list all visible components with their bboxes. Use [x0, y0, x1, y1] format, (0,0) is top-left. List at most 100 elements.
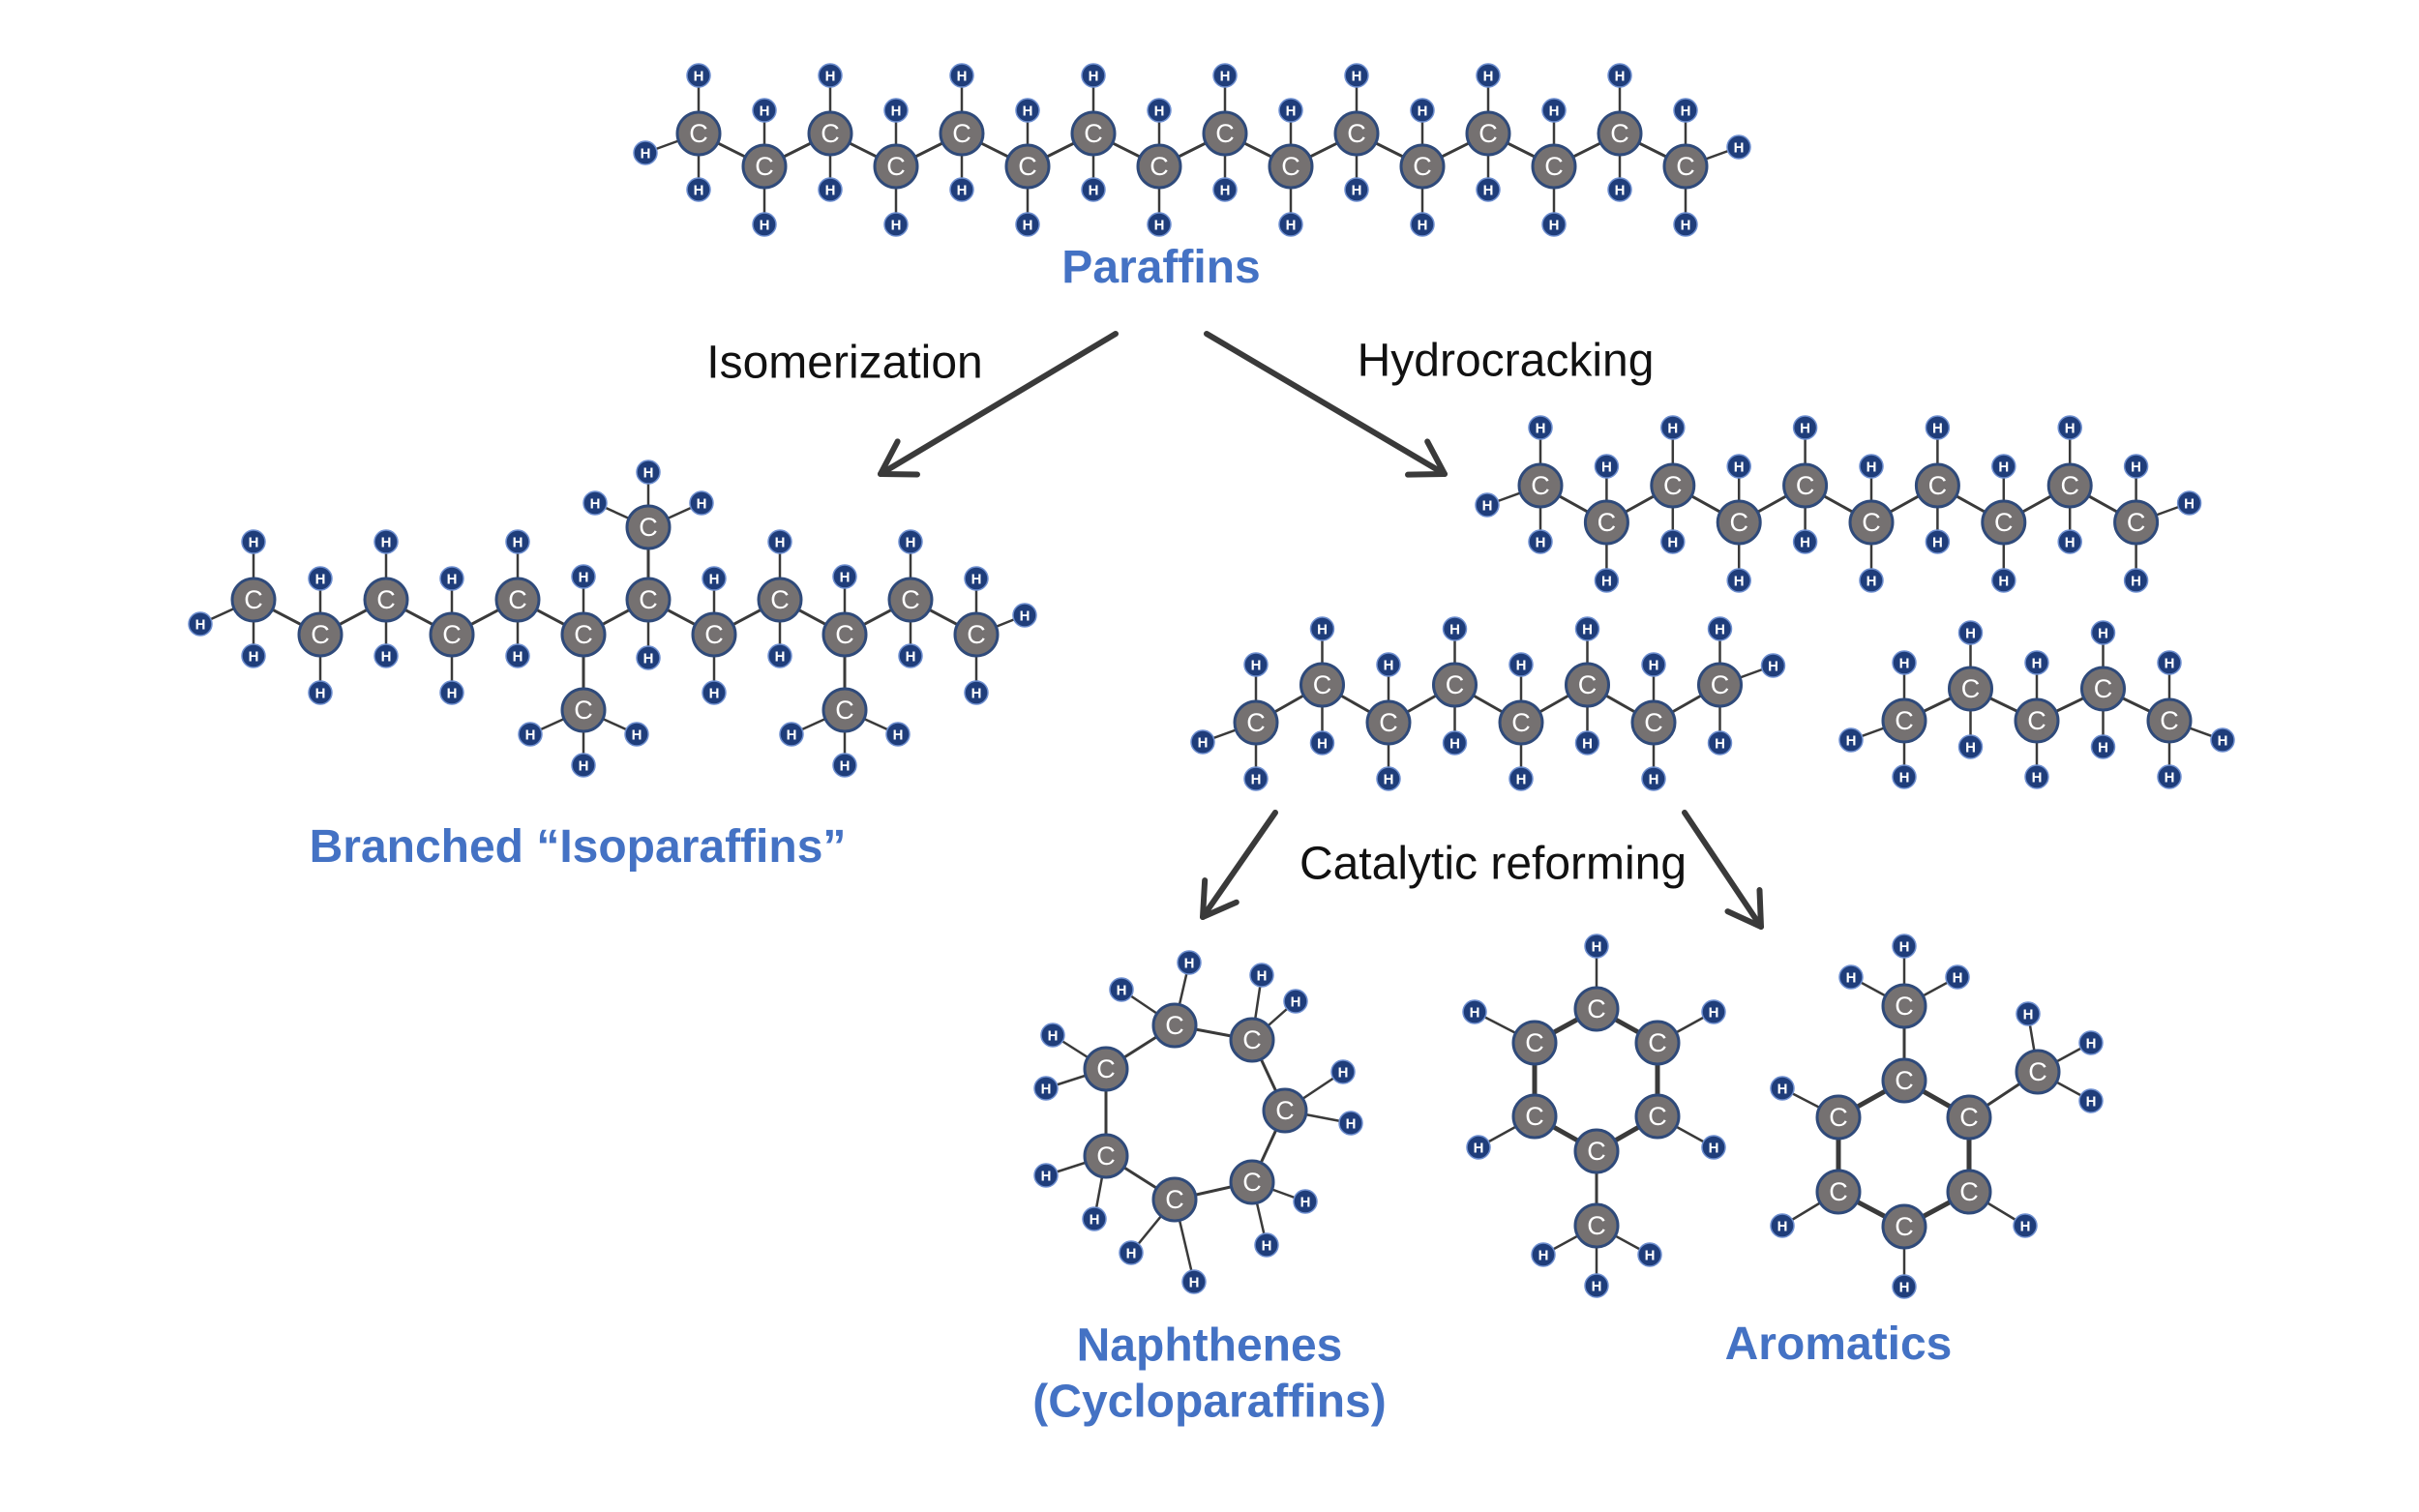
svg-text:C: C	[2094, 674, 2113, 703]
hydrogen-atom: H	[2157, 764, 2182, 789]
hydrogen-atom: H	[1584, 1273, 1609, 1298]
svg-text:H: H	[1667, 421, 1678, 437]
svg-text:C: C	[1644, 708, 1663, 737]
carbon-atom: C	[821, 611, 868, 658]
svg-text:H: H	[1615, 69, 1626, 85]
hydrogen-atom: H	[964, 680, 989, 705]
svg-text:H: H	[825, 69, 836, 85]
svg-text:C: C	[1347, 119, 1366, 148]
hydrogen-atom: H	[2090, 620, 2116, 645]
svg-text:H: H	[2098, 626, 2108, 642]
svg-text:H: H	[1352, 69, 1362, 85]
svg-text:H: H	[1317, 736, 1328, 753]
hydrogen-atom: H	[1410, 98, 1435, 123]
svg-text:C: C	[1587, 994, 1606, 1023]
carbon-atom: C	[2146, 697, 2193, 744]
svg-text:H: H	[2032, 656, 2043, 672]
svg-text:H: H	[1089, 183, 1099, 199]
svg-text:H: H	[1592, 1279, 1602, 1295]
hydrogen-atom: H	[1607, 63, 1632, 88]
svg-text:H: H	[1601, 574, 1612, 590]
hydrogen-atom: H	[1760, 653, 1786, 678]
hydrogen-atom: H	[2090, 734, 2116, 759]
svg-text:C: C	[1446, 670, 1465, 699]
svg-text:H: H	[1346, 1116, 1357, 1133]
hydrogen-atom: H	[2157, 650, 2182, 675]
svg-text:H: H	[1317, 622, 1328, 638]
svg-text:C: C	[1648, 1102, 1667, 1131]
hydrogen-atom: H	[1859, 454, 1884, 479]
hydrogen-atom: H	[898, 529, 923, 554]
hydrogen-atom: H	[883, 98, 909, 123]
hydrogen-atom: H	[1015, 212, 1040, 237]
hydrogen-atom: H	[571, 753, 596, 778]
svg-text:C: C	[1578, 670, 1598, 699]
hydrogen-atom: H	[767, 643, 792, 668]
svg-text:C: C	[1729, 508, 1748, 537]
hydrogen-atom: H	[1212, 177, 1238, 202]
hydrogen-atom: H	[1637, 1242, 1662, 1267]
carbon-atom: C	[1697, 662, 1743, 708]
hydrocracking-label: Hydrocracking	[1357, 335, 1655, 387]
hydrogen-atom: H	[883, 212, 909, 237]
hydrogen-atom: H	[1243, 652, 1269, 677]
svg-text:H: H	[1418, 218, 1428, 234]
carbon-atom: C	[1268, 143, 1314, 190]
svg-text:C: C	[1587, 1211, 1606, 1240]
hydrogen-atom: H	[1925, 415, 1951, 440]
svg-text:C: C	[1165, 1011, 1184, 1040]
svg-text:H: H	[1126, 1246, 1137, 1262]
hydrogen-atom: H	[1338, 1111, 1363, 1136]
svg-text:C: C	[952, 119, 971, 148]
carbon-atom: C	[1202, 110, 1248, 157]
svg-text:C: C	[835, 696, 854, 725]
svg-text:C: C	[1648, 1028, 1667, 1057]
svg-text:H: H	[525, 727, 536, 744]
hydrogen-atom: H	[1792, 529, 1818, 554]
svg-text:H: H	[1667, 535, 1678, 551]
svg-text:H: H	[1482, 498, 1493, 515]
hydrogen-atom: H	[1330, 1059, 1356, 1084]
svg-text:H: H	[643, 651, 654, 667]
hydrogen-atom: H	[582, 490, 608, 516]
hydrogen-atom: H	[439, 680, 464, 705]
svg-text:H: H	[840, 758, 851, 775]
svg-text:H: H	[643, 465, 654, 482]
hydrogen-atom: H	[1574, 730, 1600, 756]
carbon-atom: C	[2113, 499, 2160, 546]
hydrogen-atom: H	[949, 177, 974, 202]
svg-text:H: H	[1538, 1248, 1549, 1264]
svg-text:H: H	[1932, 421, 1943, 437]
carbon-atom: C	[821, 687, 868, 733]
hydrogen-atom: H	[1278, 98, 1303, 123]
svg-text:H: H	[579, 758, 589, 775]
carbon-atom: C	[1511, 1020, 1558, 1066]
hydrogen-atom: H	[1770, 1076, 1795, 1101]
svg-text:H: H	[1418, 104, 1428, 120]
hydrogen-atom: H	[1147, 212, 1172, 237]
carbon-atom: C	[675, 110, 722, 157]
hydrogen-atom: H	[1531, 1242, 1556, 1267]
svg-text:C: C	[442, 620, 462, 649]
svg-text:C: C	[1165, 1185, 1184, 1214]
svg-text:C: C	[1511, 708, 1531, 737]
svg-text:H: H	[2086, 1094, 2097, 1111]
svg-text:H: H	[2165, 656, 2175, 672]
carbon-atom: C	[1229, 1159, 1275, 1205]
svg-text:H: H	[1516, 772, 1527, 788]
hydrogen-atom: H	[2123, 568, 2149, 593]
hydrogen-atom: H	[1726, 134, 1751, 160]
carbon-atom: C	[1583, 499, 1629, 546]
svg-text:H: H	[893, 727, 904, 744]
svg-text:C: C	[1215, 119, 1235, 148]
svg-text:C: C	[1281, 152, 1300, 181]
hydrogen-atom: H	[2024, 764, 2049, 789]
hydrogen-atom: H	[686, 63, 711, 88]
svg-text:H: H	[787, 727, 797, 744]
svg-text:C: C	[1150, 152, 1169, 181]
carbon-atom: C	[1136, 143, 1182, 190]
svg-text:H: H	[1734, 574, 1745, 590]
naphthenes-name: Naphthenes	[1076, 1319, 1343, 1372]
carbon-atom: C	[1716, 499, 1762, 546]
hydrogen-atom: H	[686, 177, 711, 202]
